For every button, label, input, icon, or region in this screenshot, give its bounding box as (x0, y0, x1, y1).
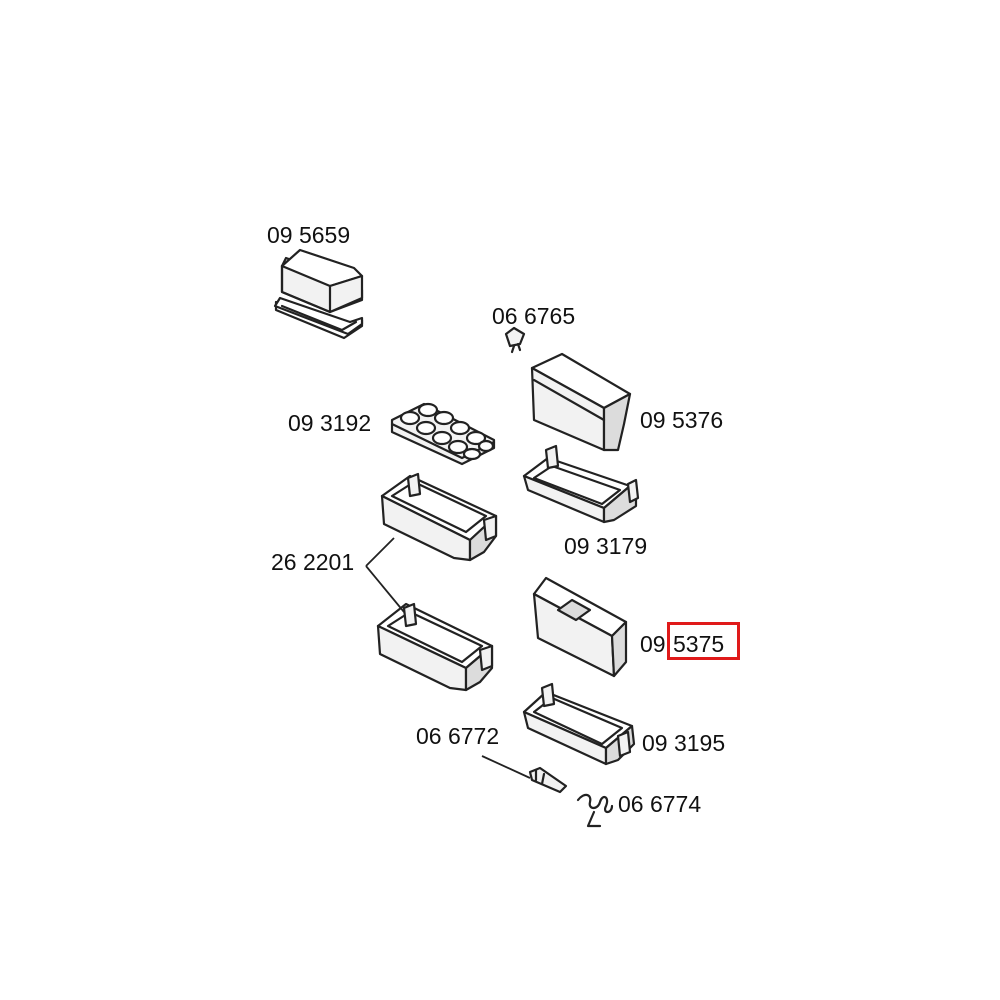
label-093195: 09 3195 (642, 730, 726, 756)
label-066772: 06 6772 (416, 723, 500, 749)
part-066774-spring (576, 793, 614, 828)
label-095376: 09 5376 (640, 407, 724, 433)
label-262201: 26 2201 (271, 549, 355, 575)
part-262201-tray-upper (380, 472, 498, 562)
part-095659-butter-lid (273, 248, 364, 340)
label-066774: 06 6774 (618, 791, 702, 817)
label-093179: 09 3179 (564, 533, 648, 559)
part-066772-pin (481, 755, 568, 794)
part-095375-lower-flap (532, 576, 628, 678)
label-095375-prefix: 09 (640, 631, 666, 657)
part-093179-upper-tray (522, 444, 640, 524)
part-093195-lower-tray (522, 682, 636, 766)
part-093192-egg-tray (390, 402, 496, 466)
part-066765-clip (504, 326, 526, 354)
leader-262201 (365, 537, 405, 613)
highlight-box-095375 (667, 622, 740, 660)
label-066765: 06 6765 (492, 303, 576, 329)
label-095375-highlighted: 5375 (673, 631, 725, 657)
part-095376-upper-flap (530, 352, 632, 452)
label-093192: 09 3192 (288, 410, 372, 436)
part-262201-tray-lower (376, 602, 494, 692)
label-095659: 09 5659 (267, 222, 351, 248)
